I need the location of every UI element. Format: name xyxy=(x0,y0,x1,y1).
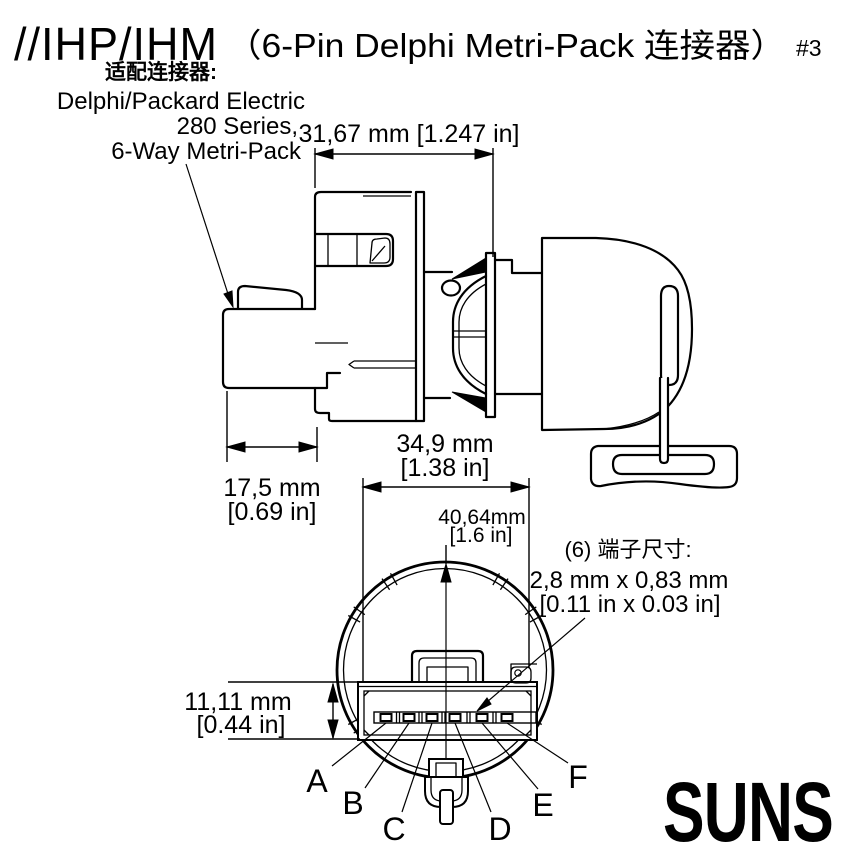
bottom-tab-wide xyxy=(428,758,464,778)
mating-connector-line1: Delphi/Packard Electric xyxy=(57,88,305,115)
dim-connector-width-label: 31,67 mm [1.247 in] xyxy=(299,120,520,148)
keying-rib-inner xyxy=(418,657,477,682)
pin-b-leader xyxy=(364,722,410,789)
pin-label-c: C xyxy=(382,811,405,847)
housing-inner-wall xyxy=(363,690,532,736)
terminal-note-leader xyxy=(479,617,586,709)
key-slot xyxy=(659,284,680,387)
dim-housing-height-in: [0.44 in] xyxy=(197,711,286,739)
pin-label-b: B xyxy=(342,785,363,821)
callout-leader-line xyxy=(185,163,230,298)
pocket-outline xyxy=(221,307,342,390)
mid-section xyxy=(422,270,454,400)
latch-window-curl xyxy=(369,237,391,264)
terminal-note-arrowhead xyxy=(476,697,492,712)
key-blade xyxy=(658,376,670,465)
terminal-strip-dividers xyxy=(395,712,497,723)
pin-c-leader xyxy=(401,722,433,813)
pin-f-terminal xyxy=(500,713,514,722)
terminal-blade xyxy=(348,360,416,369)
dim-pocket-depth-lines xyxy=(226,391,318,462)
retaining-clip-top xyxy=(451,257,487,280)
pin-e-leader xyxy=(481,722,539,790)
spring-crossbar xyxy=(453,330,486,338)
suns-logo: SUNS xyxy=(663,765,833,849)
dim-body-width-in: [1.38 in] xyxy=(401,454,490,482)
flange-plate xyxy=(484,251,497,419)
lock-cylinder-head xyxy=(540,236,694,432)
dim-connector-width-arrows xyxy=(313,148,495,160)
page-number: #3 xyxy=(796,35,822,61)
dim-housing-height-arrows xyxy=(327,682,339,740)
pocket-latch-bump xyxy=(236,284,304,310)
body-bottom xyxy=(313,386,418,423)
dim-pocket-depth-arrows xyxy=(225,441,319,453)
pin-label-a: A xyxy=(306,763,328,799)
bottom-tab-wide-inner xyxy=(435,762,457,777)
callout-leader-arrowhead xyxy=(223,290,234,309)
mounting-plate xyxy=(414,190,426,423)
pin-f-leader xyxy=(506,722,569,764)
key-bow xyxy=(589,444,739,489)
pin-c-terminal xyxy=(425,713,439,722)
dim-connector-width-lines xyxy=(314,148,494,257)
latch-window xyxy=(314,232,395,268)
page-title-model: //IHP/IHM xyxy=(14,18,218,70)
pin-label-d: D xyxy=(488,811,511,847)
pin-d-terminal xyxy=(448,713,462,722)
spring-bow-outer xyxy=(451,274,488,396)
mating-connector-heading: 适配连接器: xyxy=(105,60,217,84)
terminal-note-size-mm: 2,8 mm x 0,83 mm xyxy=(530,567,729,594)
dim-body-width-lines xyxy=(362,478,530,685)
connector-housing xyxy=(357,681,538,741)
dim-pocket-depth-in: [0.69 in] xyxy=(228,498,317,526)
terminal-note-size-in: [0.11 in x 0.03 in] xyxy=(539,591,720,618)
pin-d-leader xyxy=(454,722,492,813)
dim-body-width-arrows xyxy=(361,481,531,493)
dim-body-width-mm: 34,9 mm xyxy=(396,430,493,458)
dim-pocket-depth-mm: 17,5 mm xyxy=(223,474,320,502)
flange-hole xyxy=(440,279,462,297)
pin-b-terminal xyxy=(402,713,416,722)
housing-corner-ticks xyxy=(363,690,532,736)
mating-connector-line2: 280 Series, xyxy=(177,113,298,140)
page-title-connector: （6-Pin Delphi Metri-Pack 连接器） xyxy=(226,27,786,64)
pin-a-terminal xyxy=(379,713,393,722)
pin-label-e: E xyxy=(532,787,553,823)
pin-label-f: F xyxy=(568,759,588,795)
latch-window-dividers xyxy=(327,234,358,266)
pin-leader-lines xyxy=(331,722,569,813)
terminal-note-heading: (6) 端子尺寸: xyxy=(564,537,691,562)
upper-dimension-lines xyxy=(225,148,495,462)
key-blade-fill xyxy=(660,378,668,463)
keying-rib-outer xyxy=(410,649,485,684)
terminal-pins xyxy=(379,713,514,722)
dim-overall-height-in: [1.6 in] xyxy=(449,524,512,547)
spring-bow-inner xyxy=(458,283,487,387)
bottom-tab-small xyxy=(439,789,454,825)
switch-face-outer-circle xyxy=(335,560,555,780)
keying-rib-detail xyxy=(426,666,469,682)
shaft-lines xyxy=(493,258,544,396)
bottom-view-drawing xyxy=(228,478,586,825)
mating-connector-line3: 6-Way Metri-Pack xyxy=(111,138,302,165)
body-top-left xyxy=(313,190,413,311)
pin-e-terminal xyxy=(475,713,489,722)
cylinder-bottom-curve xyxy=(603,411,660,430)
retaining-clip-bottom xyxy=(451,391,487,413)
side-view-drawing xyxy=(185,163,739,489)
dim-overall-height-mm: 40,64mm xyxy=(438,506,526,529)
polarizing-notch-box xyxy=(510,666,532,684)
dim-housing-height-mm: 11,11 mm xyxy=(184,688,291,716)
pin-a-leader xyxy=(331,722,387,767)
key-bow-slot xyxy=(611,453,716,476)
